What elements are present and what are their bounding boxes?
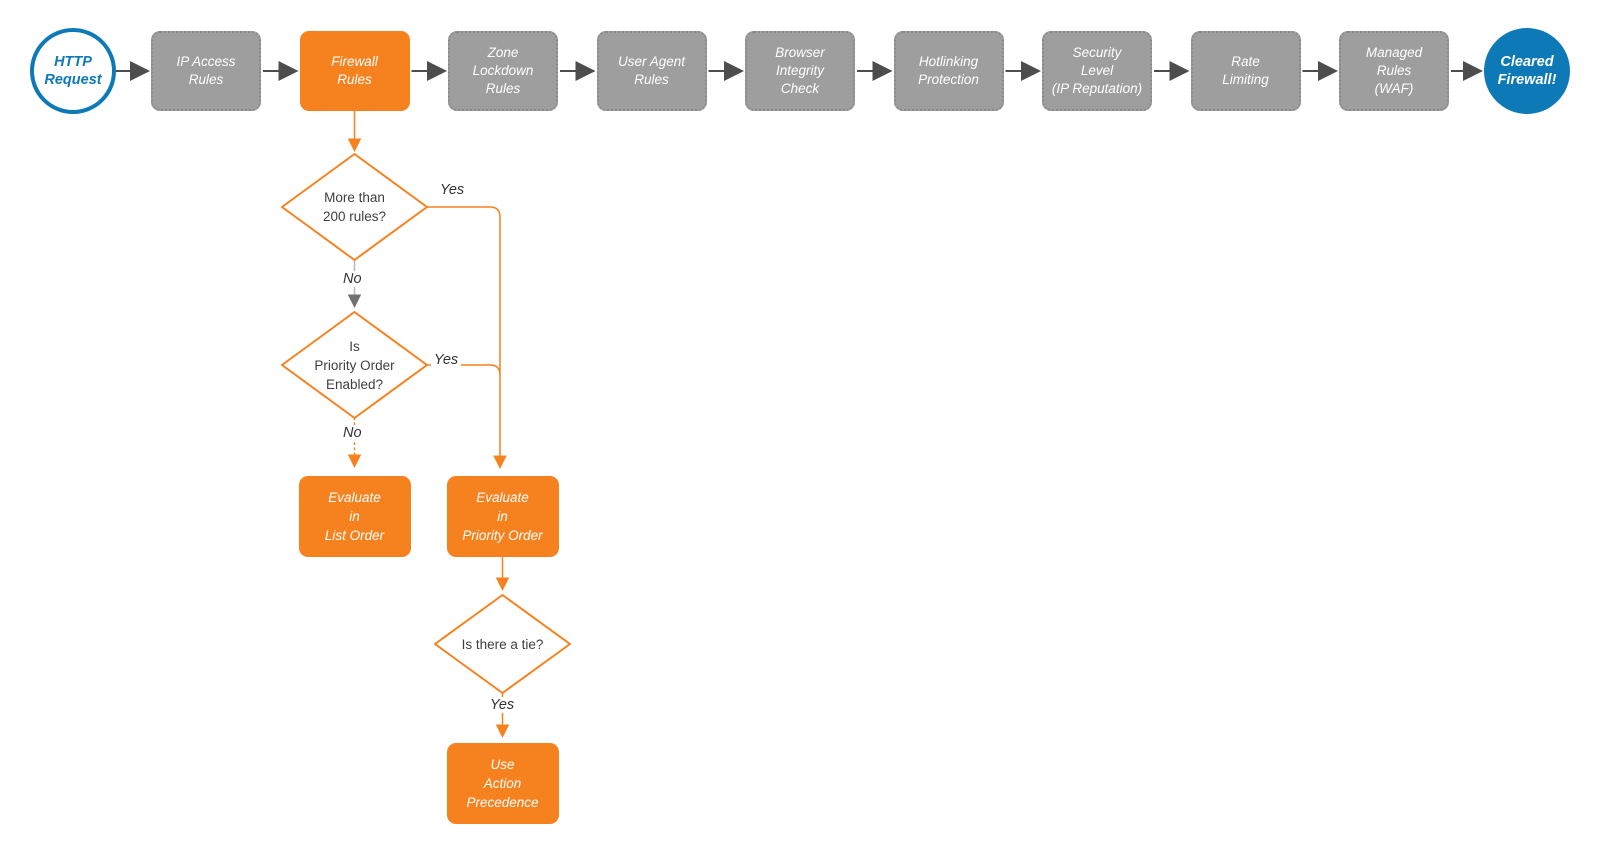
edge-label-yes-decision-3: Yes — [487, 697, 518, 713]
step-zone-lockdown-rules: Zone Lockdown Rules — [448, 31, 558, 111]
step-security-level: Security Level (IP Reputation) — [1042, 31, 1152, 111]
decision-label-priority-order-enabled: Is Priority Order Enabled? — [314, 338, 395, 392]
start-node-http-request: HTTP Request — [30, 28, 116, 114]
wire-decision-1-yes-corner — [427, 206, 501, 218]
decision-label-is-there-a-tie: Is there a tie? — [461, 636, 544, 652]
edge-label-no-decision-2: No — [340, 425, 365, 441]
decision-label-more-than-200-rules: More than 200 rules? — [322, 190, 387, 224]
action-evaluate-priority-order: Evaluate in Priority Order — [446, 476, 559, 557]
step-firewall-rules: Firewall Rules — [299, 31, 410, 111]
action-evaluate-list-order: Evaluate in List Order — [298, 476, 411, 557]
action-use-action-precedence: Use Action Precedence — [446, 743, 559, 824]
edge-label-no-decision-1: No — [340, 271, 365, 287]
step-browser-integrity-check: Browser Integrity Check — [745, 31, 855, 111]
step-rate-limiting: Rate Limiting — [1190, 31, 1301, 111]
edge-label-yes-decision-2: Yes — [431, 352, 462, 368]
end-node-cleared-firewall: Cleared Firewall! — [1484, 28, 1570, 114]
step-hotlinking-protection: Hotlinking Protection — [893, 31, 1004, 111]
step-managed-rules-waf: Managed Rules (WAF) — [1339, 31, 1449, 111]
step-ip-access-rules: IP Access Rules — [151, 31, 261, 111]
step-user-agent-rules: User Agent Rules — [596, 31, 707, 111]
edge-label-yes-decision-1: Yes — [437, 182, 468, 198]
